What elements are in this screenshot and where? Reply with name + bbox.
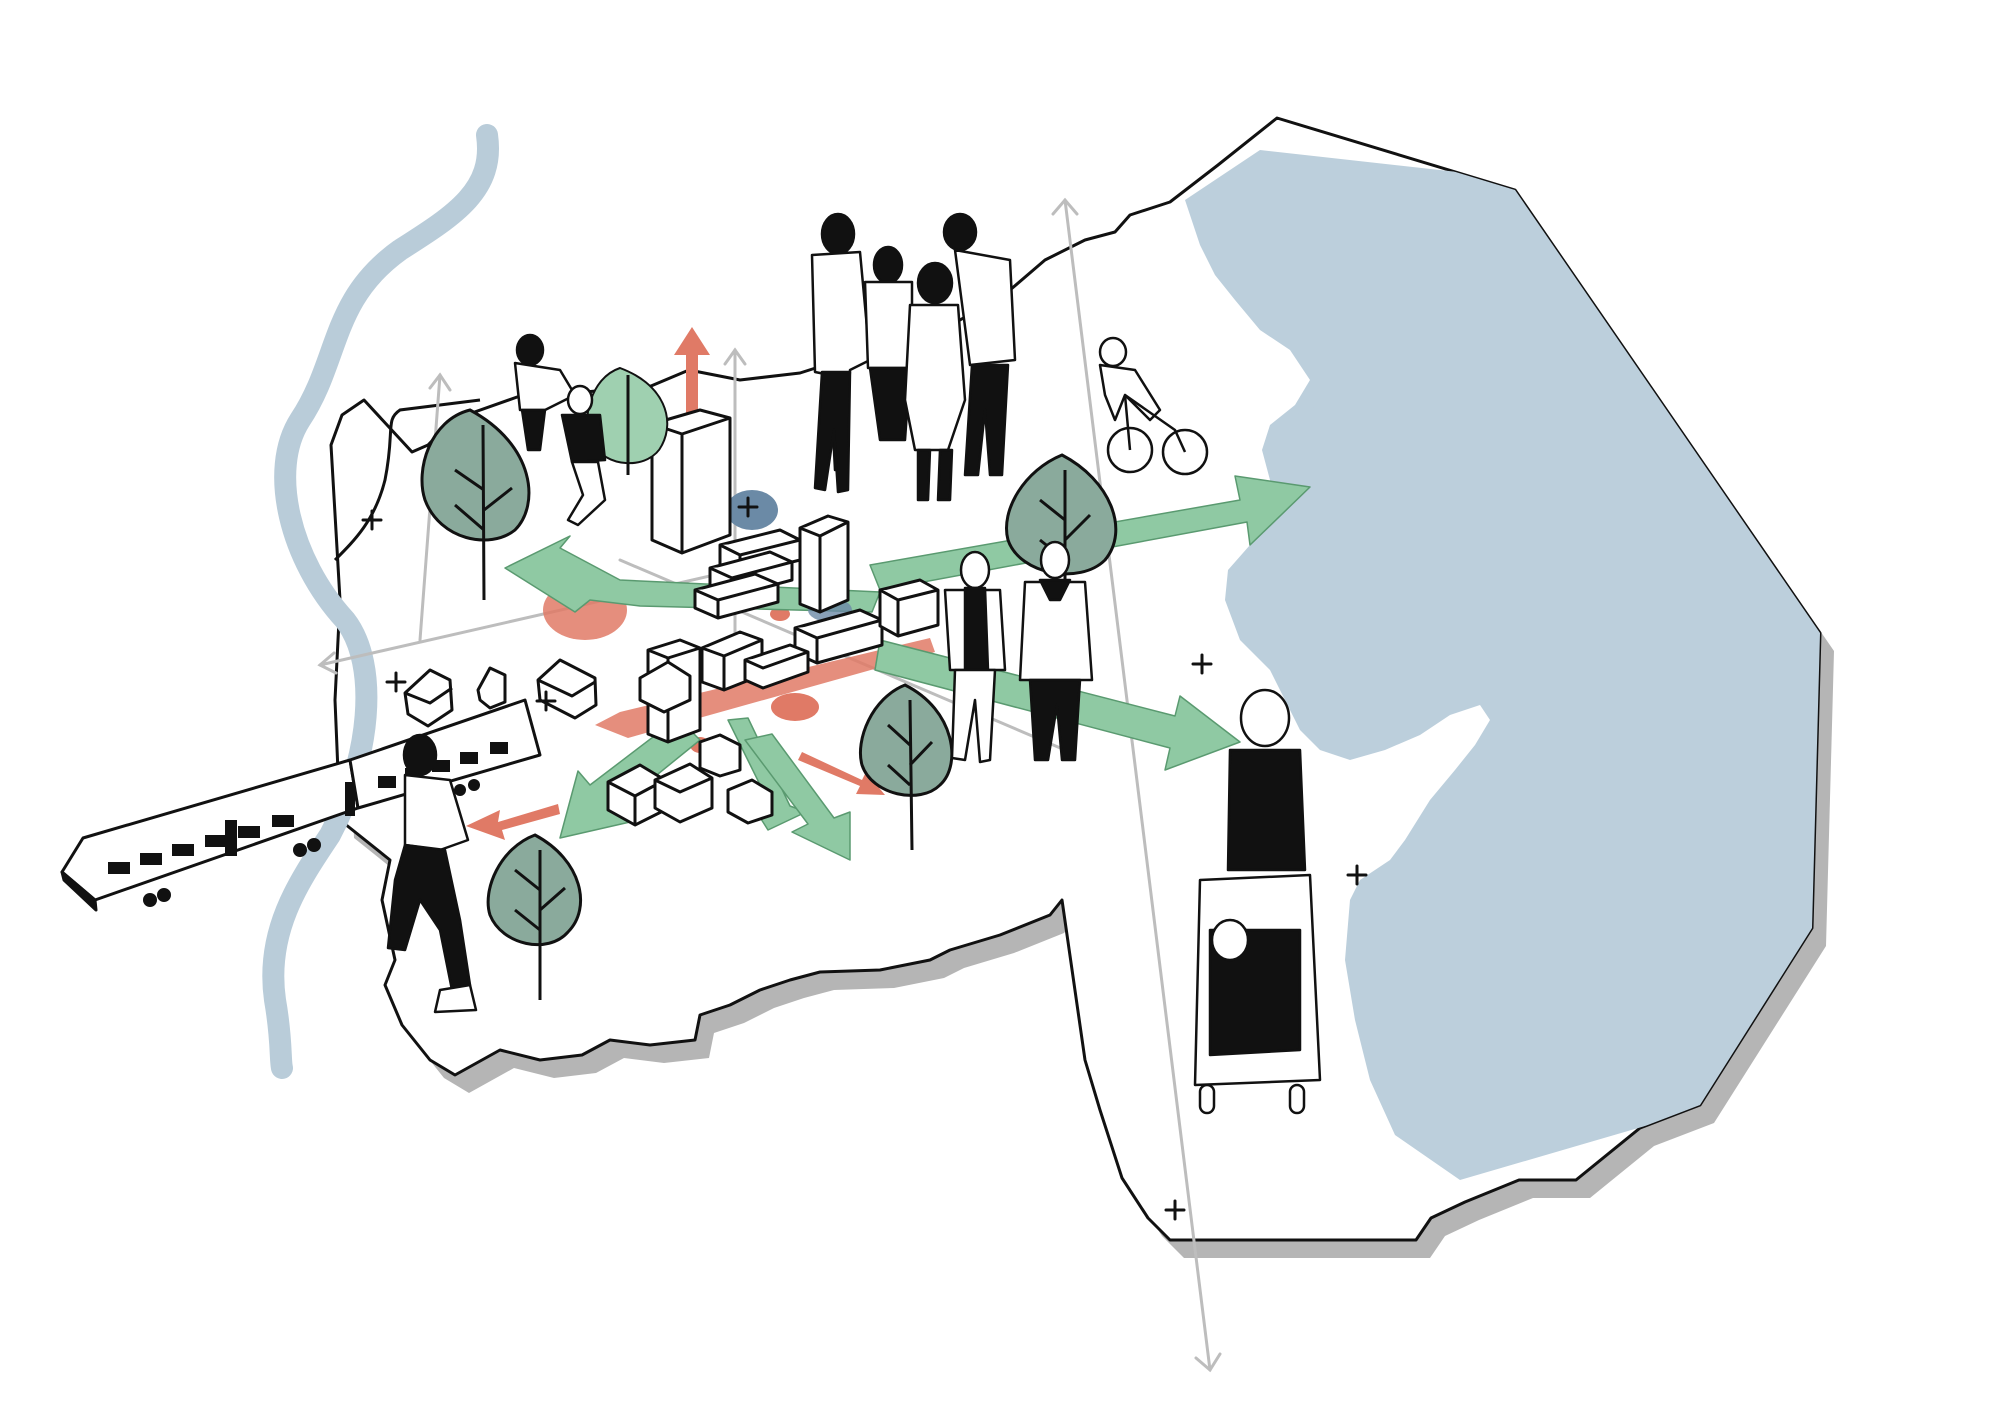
pedestrian-icon	[942, 212, 1017, 477]
house-icon	[606, 763, 667, 827]
pedestrian-icon	[863, 245, 914, 442]
house-icon	[476, 666, 507, 710]
stroller-icon	[1193, 688, 1322, 1115]
house-icon	[698, 733, 742, 778]
pedestrian-icon	[513, 333, 577, 452]
building-icon	[878, 578, 940, 638]
building-icon	[693, 572, 780, 620]
building-icon	[743, 643, 810, 690]
train-wheels	[143, 779, 480, 907]
house-icon	[653, 762, 714, 824]
pedestrian-icon	[1018, 540, 1094, 762]
plus-marker-icon	[737, 496, 759, 518]
pedestrian-icon	[943, 550, 1007, 764]
plus-marker-icon	[361, 509, 383, 531]
pedestrian-icon	[903, 261, 967, 502]
houses	[403, 658, 774, 827]
red-arrow-north[interactable]	[674, 327, 710, 413]
red-arrow-east[interactable]	[798, 752, 885, 795]
tree-icon	[586, 366, 669, 475]
tree-icon	[420, 408, 531, 601]
plus-marker-icon	[385, 671, 407, 693]
pedestrian-icon	[560, 384, 607, 527]
people	[386, 212, 1322, 1115]
pedestrian-icon	[810, 212, 872, 494]
flow-arrow-south-right[interactable]	[744, 733, 851, 861]
river	[262, 124, 499, 1079]
house-icon	[726, 778, 774, 825]
cyclist-icon	[1098, 336, 1209, 476]
jogger-icon	[386, 733, 478, 1014]
lake-inlet	[1289, 402, 1331, 423]
building-icon	[798, 514, 850, 614]
central-node	[726, 490, 778, 530]
plus-marker-icon	[535, 690, 557, 712]
tree-icon	[486, 833, 583, 1000]
plus-marker-icon	[1164, 1199, 1186, 1221]
plus-marker-icon	[1346, 864, 1368, 886]
plus-marker-icon	[1191, 653, 1213, 675]
plus-markers	[361, 496, 1368, 1221]
house-icon	[638, 660, 692, 714]
house-icon	[403, 668, 454, 728]
train-icon	[60, 698, 542, 912]
tree-icon	[859, 683, 954, 851]
red-arrow-west[interactable]	[466, 804, 560, 840]
zone-boundary	[333, 398, 481, 562]
buildings	[646, 408, 940, 744]
red-zone	[771, 693, 819, 721]
